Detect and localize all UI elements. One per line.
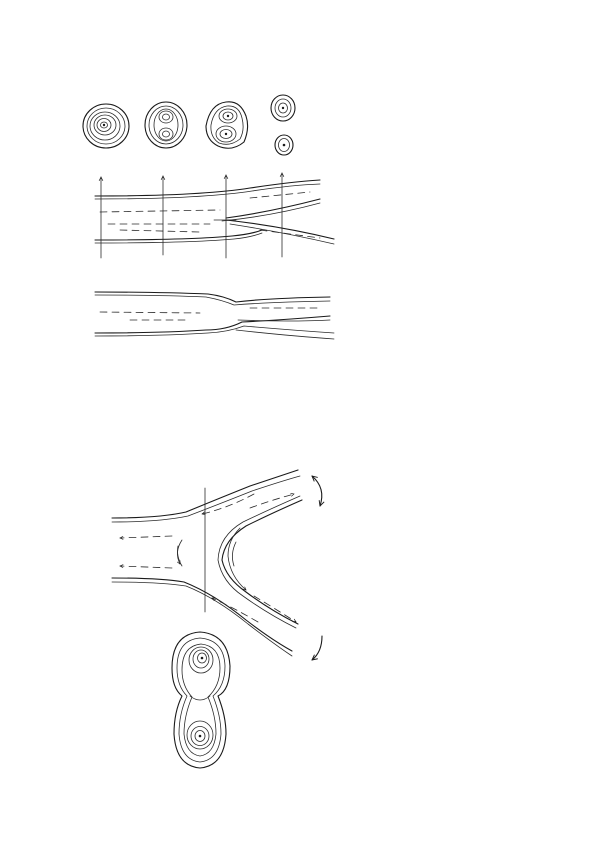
branching-stem [95,173,334,258]
separated-sections [271,95,295,155]
dumbbell-section [172,632,230,768]
double-core-section [145,102,187,148]
splitting-section [206,102,248,148]
cross-sections-row [83,95,295,155]
y-fork-flow-diagram [112,470,322,660]
single-ring-section [83,104,129,148]
merging-stem [95,292,334,339]
